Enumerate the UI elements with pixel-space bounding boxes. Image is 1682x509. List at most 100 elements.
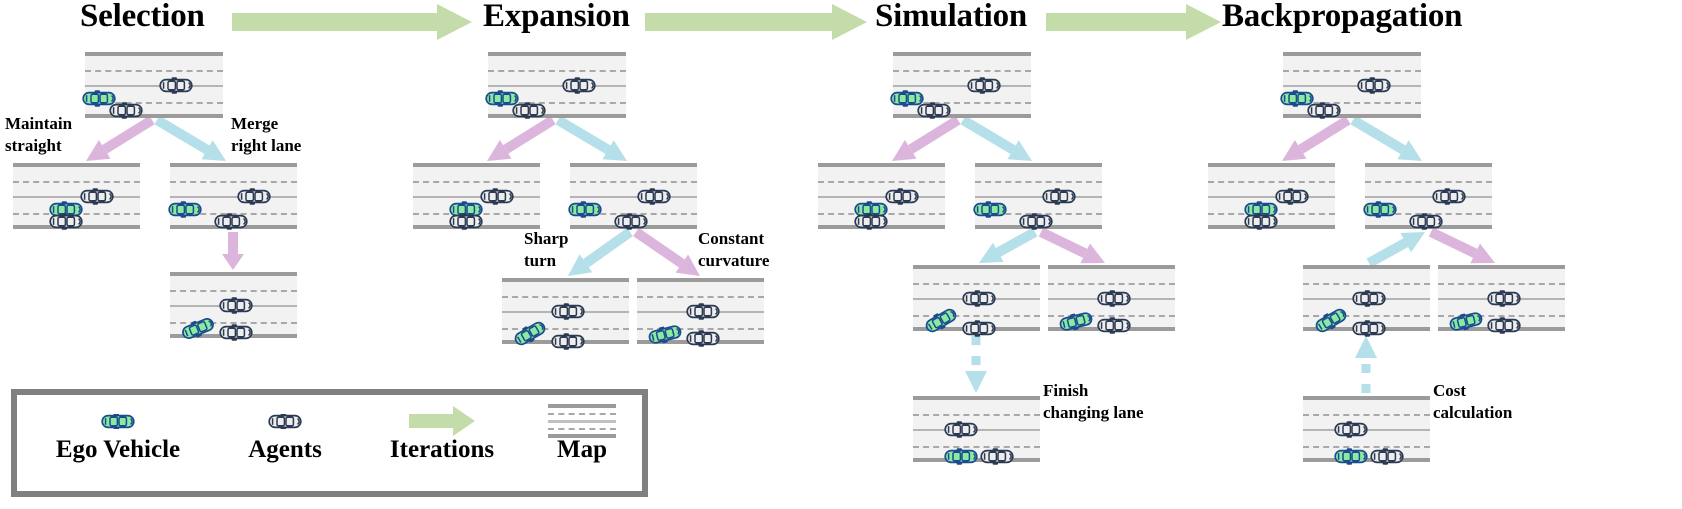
- tree-edge-arrow: [1355, 336, 1377, 393]
- road-edge-top: [1048, 265, 1175, 269]
- agent-vehicle-icon: [686, 330, 720, 347]
- road-edge-top: [818, 163, 945, 167]
- road-edge-top: [913, 265, 1040, 269]
- road-panel: [568, 163, 697, 230]
- branch-label-finish-changing-lane: Finish changing lane: [1043, 381, 1144, 423]
- road-edge-top: [1283, 52, 1421, 56]
- ego-vehicle-icon: [179, 315, 216, 342]
- road-panel: [1303, 396, 1430, 465]
- road-panel: [890, 52, 1031, 119]
- road-edge-top: [170, 163, 297, 167]
- lane-dash-lower: [570, 213, 697, 215]
- agent-vehicle-icon: [1019, 212, 1053, 230]
- ego-vehicle-icon: [511, 318, 548, 348]
- map-swatch-icon: [522, 404, 642, 438]
- lane-dash-upper: [637, 296, 764, 298]
- road-panel: [913, 265, 1040, 337]
- lane-divider-center: [1365, 196, 1492, 198]
- lane-dash-lower: [1048, 315, 1175, 317]
- agent-vehicle-icon: [854, 212, 888, 230]
- road-edge-top: [488, 52, 626, 56]
- road-edge-top: [85, 52, 223, 56]
- agent-vehicle-icon: [980, 448, 1014, 465]
- ego-vehicle-icon: [1244, 200, 1278, 218]
- agent-vehicle-icon: [551, 302, 585, 320]
- lane-dash-lower: [1303, 446, 1430, 448]
- ego-vehicle-icon: [485, 89, 519, 107]
- road-edge-top: [413, 163, 540, 167]
- ego-vehicle-icon: [1448, 310, 1485, 333]
- lane-divider-center: [1208, 196, 1335, 198]
- road-panel: [1363, 163, 1492, 230]
- lane-divider-center: [170, 196, 297, 198]
- lane-dash-upper: [13, 181, 140, 183]
- branch-label-cost-calculation: Cost calculation: [1433, 381, 1513, 423]
- agent-vehicle-icon: [512, 101, 547, 119]
- iteration-arrow-icon: [232, 4, 472, 40]
- legend-label: Ego Vehicle: [55, 436, 181, 463]
- lane-divider-center: [570, 196, 697, 198]
- road-edge-top: [893, 52, 1031, 56]
- agent-vehicle-icon: [967, 76, 1001, 94]
- lane-dash-lower: [913, 446, 1040, 448]
- phase-title-simulation: Simulation: [875, 0, 1028, 34]
- ego-car-icon: [23, 405, 213, 437]
- lane-dash-upper: [85, 70, 223, 72]
- lane-divider-center: [85, 85, 223, 87]
- road-edge-top: [913, 396, 1040, 400]
- tree-edge-arrow: [1428, 227, 1495, 264]
- tree-edge-arrow: [487, 115, 556, 161]
- phase-title-selection: Selection: [80, 0, 205, 34]
- legend-item-iterations: Iterations: [357, 405, 527, 462]
- tree-edge-arrow: [1282, 115, 1351, 161]
- road-edge-top: [1303, 396, 1430, 400]
- road-panel: [1280, 52, 1421, 119]
- agent-vehicle-icon: [1432, 187, 1466, 205]
- road-panel: [973, 163, 1102, 230]
- lane-dash-lower: [1303, 315, 1430, 317]
- agent-vehicle-icon: [1097, 317, 1131, 334]
- agent-vehicle-icon: [1307, 101, 1342, 119]
- lane-dash-lower: [975, 213, 1102, 215]
- lane-dash-lower: [488, 102, 626, 104]
- tree-edge-arrow: [568, 227, 633, 276]
- phase-title-backpropagation: Backpropagation: [1222, 0, 1463, 34]
- ego-vehicle-icon: [568, 200, 602, 218]
- lane-dash-upper: [570, 181, 697, 183]
- road-edge-top: [1303, 265, 1430, 269]
- road-panel: [913, 396, 1040, 465]
- agent-vehicle-icon: [49, 212, 83, 230]
- lane-dash-upper: [1283, 70, 1421, 72]
- road-panel: [413, 163, 540, 230]
- agent-vehicle-icon: [962, 320, 996, 337]
- tree-edge-arrow: [1366, 232, 1425, 268]
- ego-vehicle-icon: [1280, 89, 1314, 107]
- road-edge-top: [170, 272, 297, 276]
- agent-vehicle-icon: [1487, 317, 1521, 334]
- agent-vehicle-icon: [944, 420, 978, 438]
- ego-vehicle-icon: [1058, 310, 1095, 333]
- agent-vehicle-icon: [159, 76, 193, 94]
- agent-vehicle-icon: [1357, 76, 1391, 94]
- branch-label-constant-curvature: Constant curvature: [698, 229, 770, 271]
- road-panel: [13, 163, 140, 230]
- lane-dash-upper: [1438, 283, 1565, 285]
- iteration-arrow-icon: [1046, 4, 1221, 40]
- ego-vehicle-icon: [449, 200, 483, 218]
- tree-edge-arrow: [222, 232, 244, 270]
- agent-vehicle-icon: [637, 187, 671, 205]
- lane-dash-lower: [85, 102, 223, 104]
- lane-dash-lower: [913, 315, 1040, 317]
- road-edge-top: [637, 278, 764, 282]
- agent-vehicle-icon: [109, 101, 144, 119]
- lane-dash-upper: [413, 181, 540, 183]
- agent-vehicle-icon: [1370, 448, 1404, 465]
- lane-dash-upper: [170, 290, 297, 292]
- branch-label-sharp-turn: Sharp turn: [524, 229, 569, 271]
- agent-vehicle-icon: [449, 212, 483, 230]
- lane-dash-upper: [913, 283, 1040, 285]
- ego-vehicle-icon: [1312, 305, 1349, 335]
- tree-edge-arrow: [965, 336, 987, 393]
- lane-dash-lower: [170, 213, 297, 215]
